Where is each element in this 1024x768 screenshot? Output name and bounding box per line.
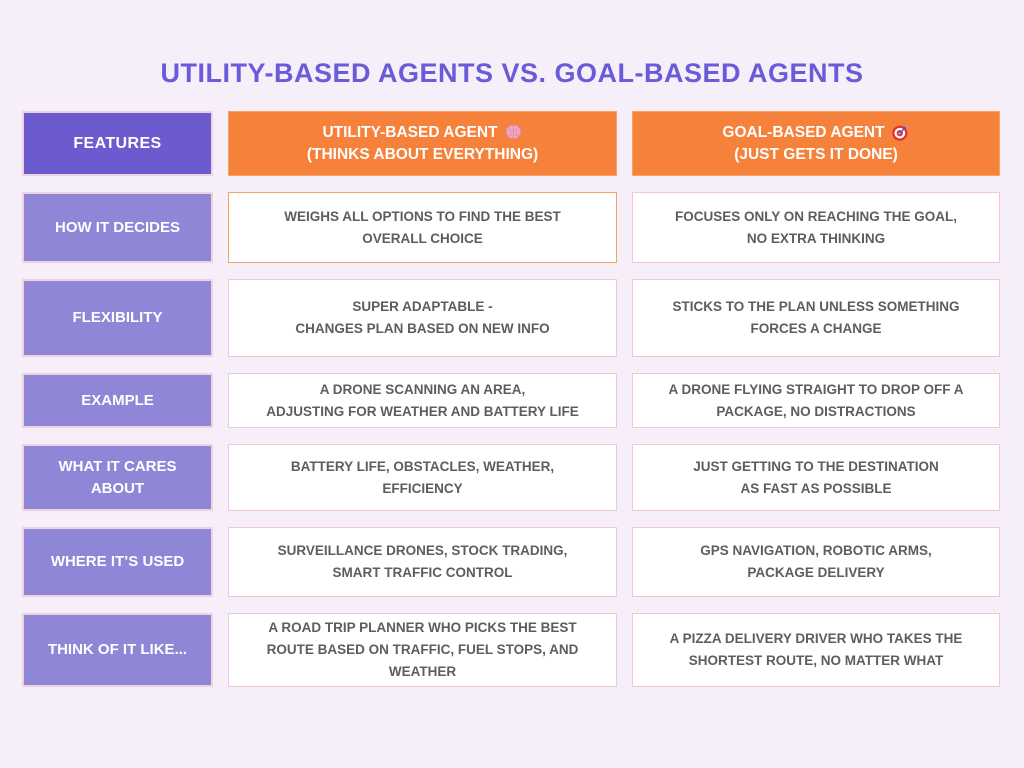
- cell-goal-example: A DRONE FLYING STRAIGHT TO DROP OFF A PA…: [632, 373, 1000, 428]
- features-header-cell: FEATURES: [22, 111, 213, 176]
- cell-utility-what-it-cares-about: BATTERY LIFE, OBSTACLES, WEATHER, EFFICI…: [228, 444, 617, 511]
- cell-goal-how-it-decides: FOCUSES ONLY ON REACHING THE GOAL, NO EX…: [632, 192, 1000, 263]
- row-label-where-its-used: WHERE IT’S USED: [22, 527, 213, 597]
- row-label-what-it-cares-about: WHAT IT CARES ABOUT: [22, 444, 213, 511]
- goal-agent-subtitle: (JUST GETS IT DONE): [734, 145, 898, 163]
- cell-goal-what-it-cares-about: JUST GETTING TO THE DESTINATION AS FAST …: [632, 444, 1000, 511]
- goal-agent-title: GOAL-BASED AGENT: [722, 123, 885, 141]
- cell-goal-think-of-it-like: A PIZZA DELIVERY DRIVER WHO TAKES THE SH…: [632, 613, 1000, 687]
- page-title: UTILITY-BASED AGENTS VS. GOAL-BASED AGEN…: [160, 58, 864, 88]
- row-label-think-of-it-like: THINK OF IT LIKE...: [22, 613, 213, 687]
- cell-utility-think-of-it-like: A ROAD TRIP PLANNER WHO PICKS THE BEST R…: [228, 613, 617, 687]
- cell-utility-flexibility: SUPER ADAPTABLE - CHANGES PLAN BASED ON …: [228, 279, 617, 357]
- row-label-how-it-decides: HOW IT DECIDES: [22, 192, 213, 263]
- brain-icon: [504, 123, 523, 142]
- cell-goal-where-its-used: GPS NAVIGATION, ROBOTIC ARMS, PACKAGE DE…: [632, 527, 1000, 597]
- cell-utility-example: A DRONE SCANNING AN AREA, ADJUSTING FOR …: [228, 373, 617, 428]
- utility-agent-subtitle: (THINKS ABOUT EVERYTHING): [306, 145, 539, 163]
- features-header-label: FEATURES: [73, 134, 162, 152]
- row-label-flexibility: FLEXIBILITY: [22, 279, 213, 357]
- cell-goal-flexibility: STICKS TO THE PLAN UNLESS SOMETHING FORC…: [632, 279, 1000, 357]
- goal-agent-header-cell: GOAL-BASED AGENT (JUST GETS IT DONE): [632, 111, 1000, 176]
- target-icon: [891, 123, 910, 142]
- utility-agent-header-cell: UTILITY-BASED AGENT (THINKS ABOUT EVERYT…: [228, 111, 617, 176]
- cell-utility-where-its-used: SURVEILLANCE DRONES, STOCK TRADING, SMAR…: [228, 527, 617, 597]
- comparison-table: FEATURES UTILITY-BASED AGENT (THINKS ABO…: [22, 111, 1001, 687]
- row-label-example: EXAMPLE: [22, 373, 213, 428]
- utility-agent-title: UTILITY-BASED AGENT: [322, 123, 498, 141]
- cell-utility-how-it-decides: WEIGHS ALL OPTIONS TO FIND THE BEST OVER…: [228, 192, 617, 263]
